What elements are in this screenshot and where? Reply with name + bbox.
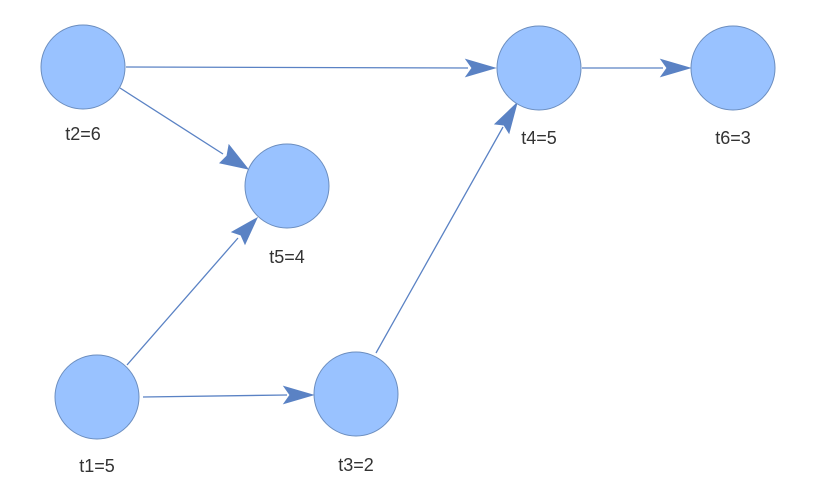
node-t1: t1=5 — [54, 354, 140, 476]
edge-t2-t5-line — [119, 87, 224, 155]
edge-t1-t5-line — [126, 237, 239, 366]
node-t2-circle — [40, 24, 126, 110]
edge-t2-t5-arrowhead — [218, 143, 250, 170]
node-t1-circle — [54, 354, 140, 440]
edge-t1-t5 — [126, 216, 259, 366]
edge-t2-t5 — [119, 87, 250, 170]
edge-t1-t5-arrowhead — [230, 216, 259, 246]
edge-t4-t6 — [582, 58, 692, 78]
edges-layer — [119, 58, 692, 405]
node-t4: t4=5 — [496, 25, 582, 148]
edge-t4-t6-arrowhead — [659, 58, 692, 78]
node-t5: t5=4 — [244, 143, 330, 267]
node-t3: t3=2 — [313, 351, 399, 475]
edge-t2-t4-arrowhead — [464, 58, 497, 78]
edge-t3-t4-arrowhead — [493, 101, 518, 135]
node-t6: t6=3 — [690, 25, 776, 148]
edge-t3-t4-line — [375, 126, 504, 354]
node-t3-circle — [313, 351, 399, 437]
edge-t1-t3-line — [142, 394, 288, 398]
node-t6-circle — [690, 25, 776, 111]
node-t2: t2=6 — [40, 24, 126, 144]
edge-t1-t3-arrowhead — [282, 385, 315, 405]
node-t6-label: t6=3 — [715, 128, 751, 148]
edge-t2-t4-line — [125, 66, 469, 69]
edge-t3-t4 — [375, 101, 518, 354]
node-t4-label: t4=5 — [521, 128, 557, 148]
nodes-layer: t1=5 t2=6 t3=2 t4=5 t5=4 t6=3 — [40, 24, 776, 476]
edge-t2-t4 — [125, 58, 497, 78]
node-t5-circle — [244, 143, 330, 229]
node-t4-circle — [496, 25, 582, 111]
node-t5-label: t5=4 — [269, 247, 305, 267]
node-t3-label: t3=2 — [338, 455, 374, 475]
node-t2-label: t2=6 — [65, 124, 101, 144]
edge-t1-t3 — [142, 385, 315, 405]
node-t1-label: t1=5 — [79, 456, 115, 476]
